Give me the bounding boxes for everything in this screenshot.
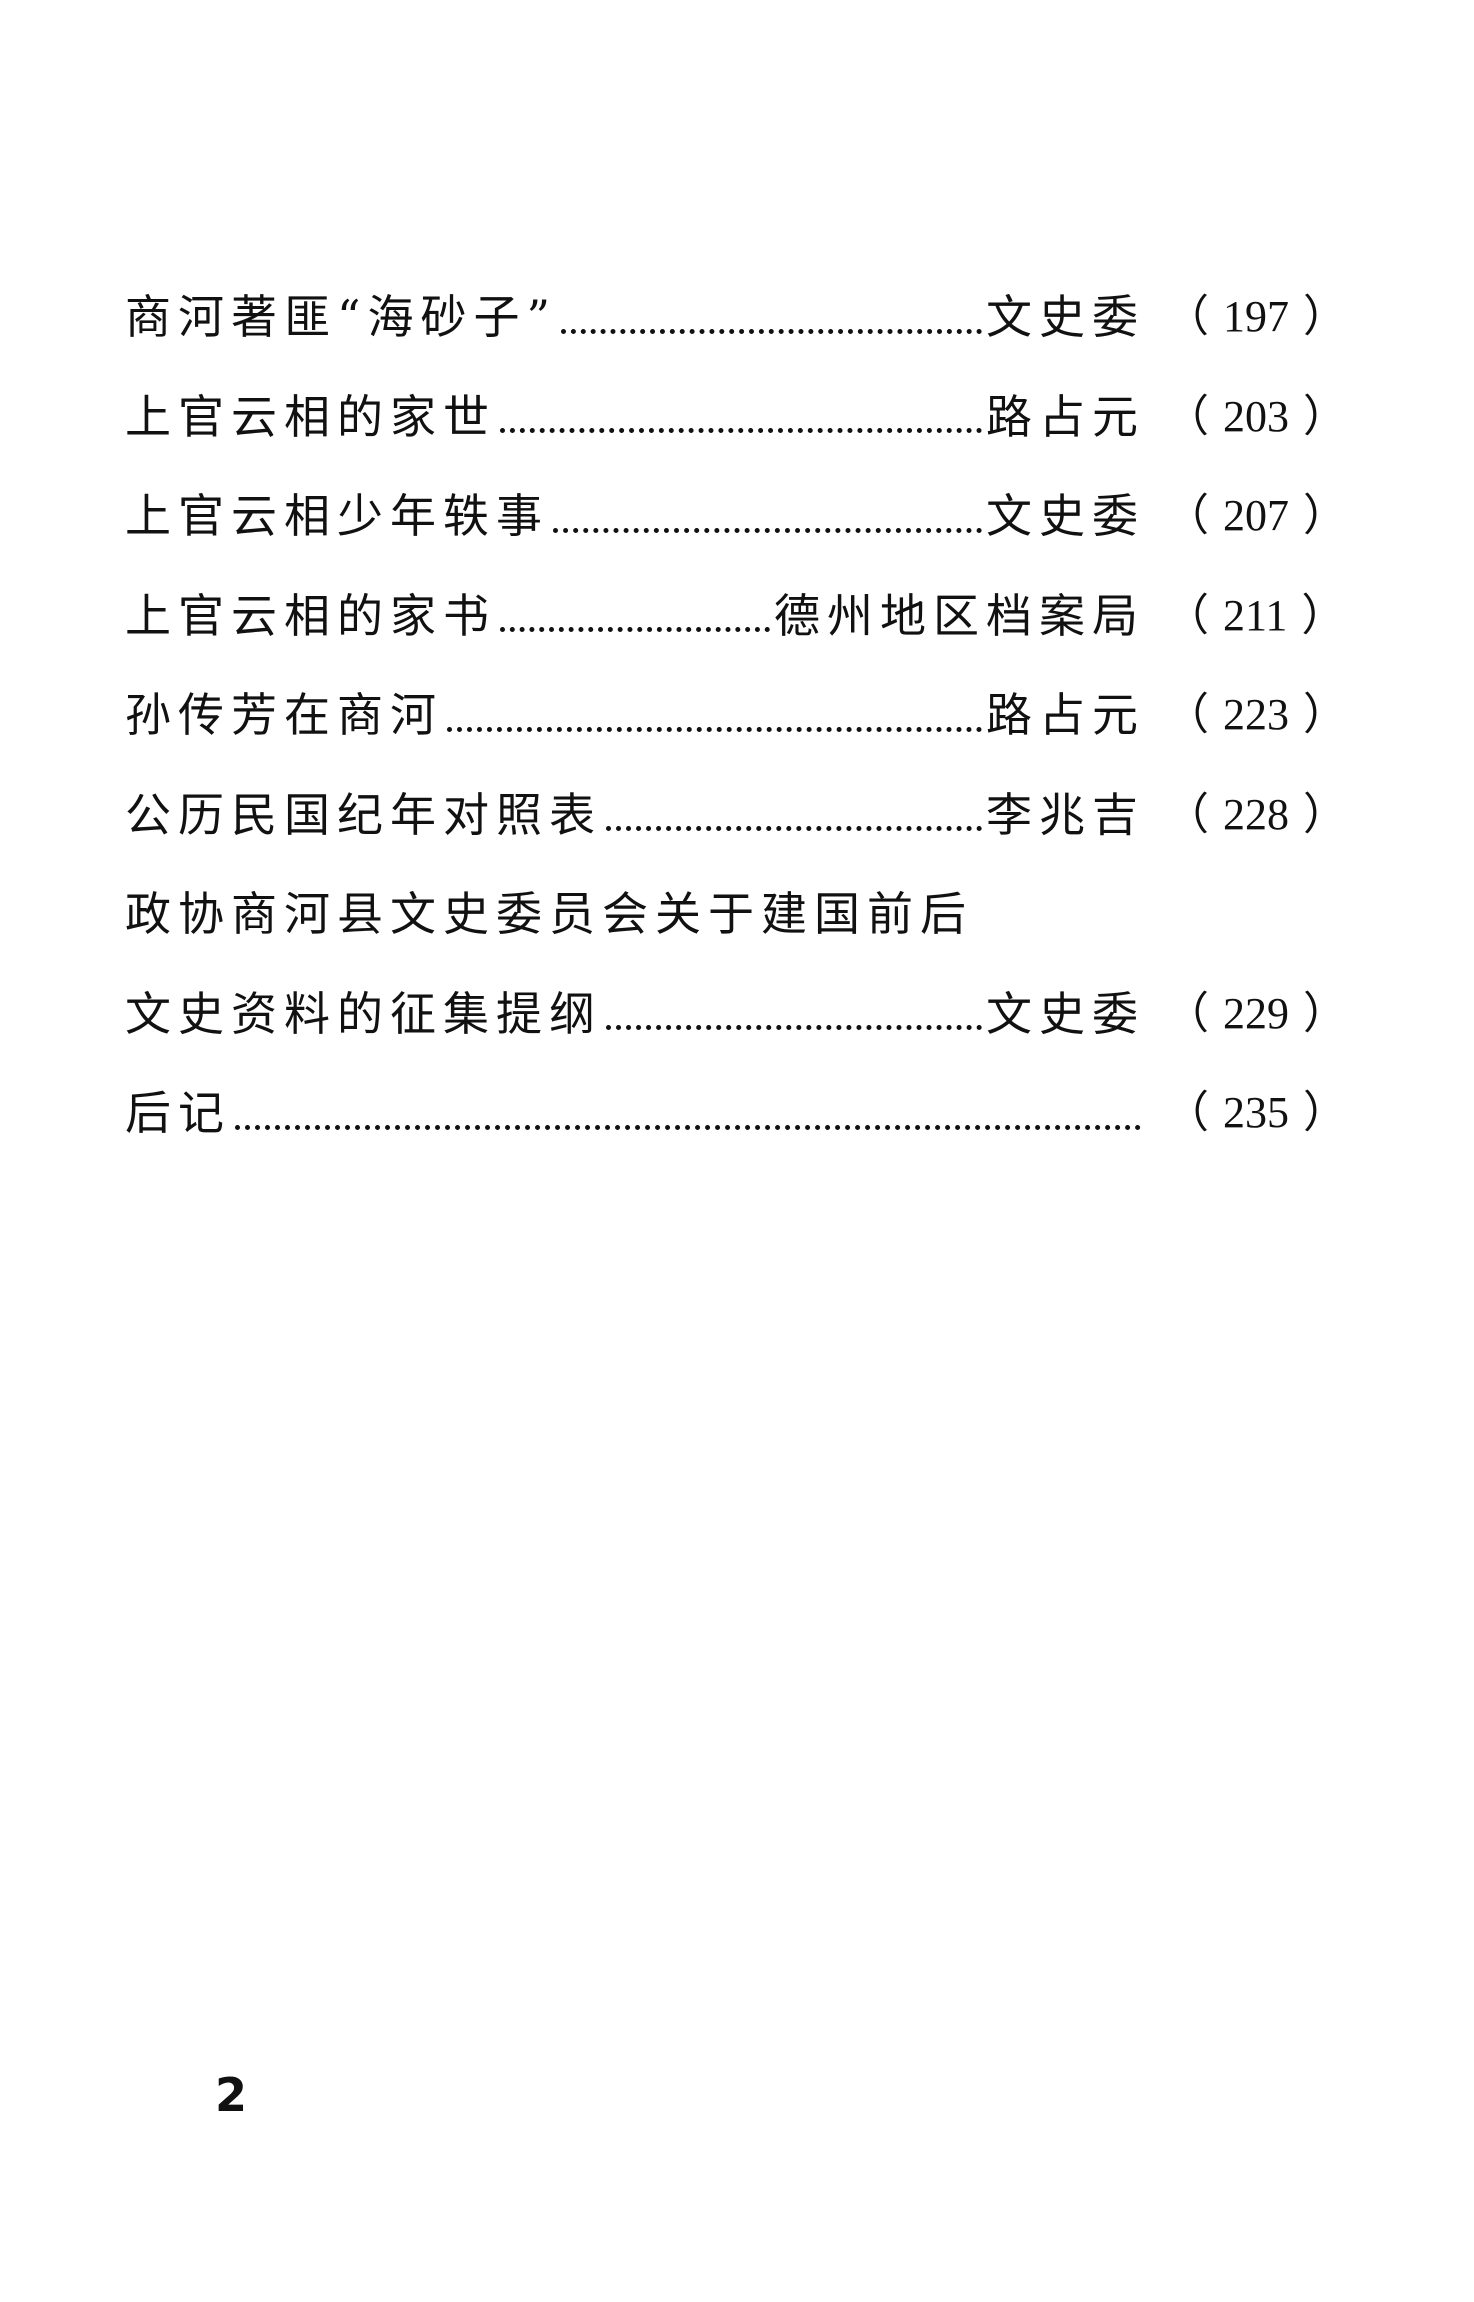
entry-author: 路占元 bbox=[986, 688, 1145, 742]
toc-entry[interactable]: 公历民国纪年对照表 李兆吉 （228） bbox=[125, 783, 1347, 847]
entry-author: 文史委 bbox=[986, 290, 1145, 344]
entry-title: 孙传芳在商河 bbox=[125, 688, 443, 742]
entry-title: 上官云相的家书 bbox=[125, 588, 496, 643]
entry-title: 上官云相少年轶事 bbox=[125, 489, 549, 543]
entry-author: 李兆吉 bbox=[986, 787, 1145, 842]
toc-entry[interactable]: 政协商河县文史委员会关于建国前后 bbox=[125, 882, 1325, 946]
toc-entry[interactable]: 上官云相的家书 德州地区档案局 （211） bbox=[125, 584, 1346, 648]
entry-author: 路占元 bbox=[986, 389, 1145, 444]
entry-page: （203） bbox=[1165, 391, 1347, 441]
entry-title: 后记 bbox=[125, 1086, 231, 1140]
entry-title: 政协商河县文史委员会关于建国前后 bbox=[125, 887, 973, 941]
entry-author: 文史委 bbox=[986, 986, 1145, 1041]
entry-author: 德州地区档案局 bbox=[774, 588, 1145, 643]
toc-entry[interactable]: 商河著匪“海砂子” 文史委 （197） bbox=[125, 285, 1347, 349]
entry-author: 文史委 bbox=[986, 489, 1145, 543]
dot-leader bbox=[553, 527, 982, 533]
entry-title: 上官云相的家世 bbox=[125, 389, 496, 444]
dot-leader bbox=[606, 1025, 982, 1030]
toc-entry[interactable]: 后记 （235） bbox=[125, 1081, 1347, 1145]
entry-page: （228） bbox=[1165, 789, 1347, 839]
entry-page: （211） bbox=[1165, 590, 1346, 640]
entry-page: （229） bbox=[1165, 988, 1347, 1038]
dot-leader bbox=[500, 428, 982, 433]
entry-page: （197） bbox=[1165, 292, 1347, 341]
page-number: 2 bbox=[215, 2068, 248, 2122]
toc-entry[interactable]: 上官云相少年轶事 文史委 （207） bbox=[125, 484, 1347, 548]
toc-entry[interactable]: 文史资料的征集提纲 文史委 （229） bbox=[125, 982, 1347, 1046]
dot-leader bbox=[235, 1124, 1141, 1130]
entry-title: 公历民国纪年对照表 bbox=[125, 787, 602, 842]
dot-leader bbox=[606, 826, 982, 831]
toc-entry[interactable]: 上官云相的家世 路占元 （203） bbox=[125, 385, 1347, 449]
entry-page: （207） bbox=[1165, 491, 1347, 540]
entry-title: 商河著匪“海砂子” bbox=[125, 290, 558, 344]
dot-leader bbox=[447, 726, 982, 732]
dot-leader bbox=[561, 328, 982, 334]
entry-title: 文史资料的征集提纲 bbox=[125, 986, 602, 1041]
toc-entry[interactable]: 孙传芳在商河 路占元 （223） bbox=[125, 683, 1347, 747]
dot-leader bbox=[500, 627, 770, 632]
entry-page: （223） bbox=[1165, 690, 1347, 739]
entry-page: （235） bbox=[1165, 1088, 1347, 1137]
